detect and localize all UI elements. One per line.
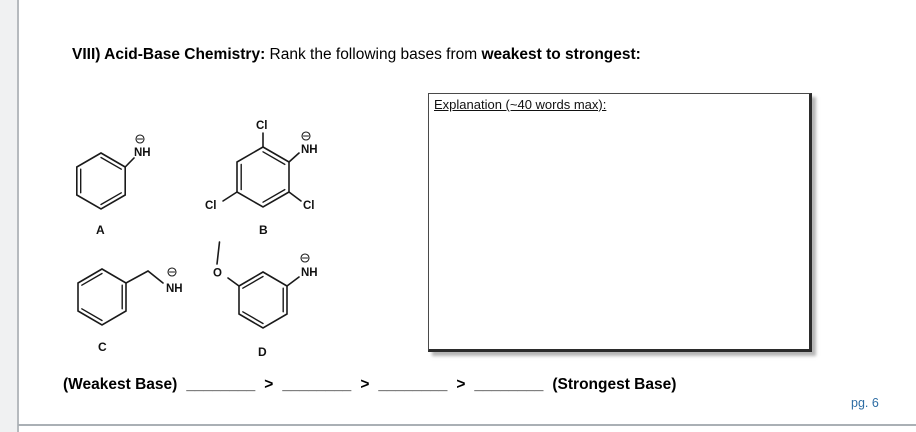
greater-than-separator: >	[264, 376, 274, 393]
question-number-label: VIII) Acid-Base Chemistry:	[72, 46, 266, 63]
page-edge-line	[17, 0, 19, 432]
structure-a-label: A	[96, 223, 105, 237]
negative-charge-icon	[135, 134, 145, 144]
rank-blank-2[interactable]: ________	[282, 376, 352, 393]
negative-charge-icon	[300, 253, 310, 263]
structure-c-drawing: NH C	[77, 267, 183, 354]
question-text: Rank the following bases from	[265, 46, 482, 63]
atom-label-cl-bottom-left: Cl	[205, 200, 217, 212]
atom-label-nh: NH	[134, 147, 151, 159]
structure-d-drawing: O NH D	[213, 241, 318, 359]
structure-c-label: C	[98, 340, 107, 354]
page-margin	[0, 0, 17, 432]
atom-label-o: O	[213, 268, 222, 280]
explanation-input-area[interactable]: Explanation (~40 words max):	[428, 93, 812, 352]
greater-than-separator: >	[360, 376, 370, 393]
structure-a-drawing: NH A	[76, 134, 151, 237]
question-title: VIII) Acid-Base Chemistry: Rank the foll…	[72, 44, 641, 66]
page-number: pg. 6	[851, 396, 879, 410]
atom-label-nh: NH	[301, 267, 318, 279]
structure-b-drawing: Cl NH Cl Cl B	[205, 120, 318, 237]
structure-d-label: D	[258, 345, 267, 359]
structure-b-label: B	[259, 223, 268, 237]
rank-blank-3[interactable]: ________	[378, 376, 448, 393]
atom-label-nh: NH	[301, 144, 318, 156]
weakest-base-label: (Weakest Base)	[63, 376, 178, 393]
explanation-label: Explanation (~40 words max):	[434, 97, 607, 112]
negative-charge-icon	[301, 131, 311, 141]
strongest-base-label: (Strongest Base)	[552, 376, 677, 393]
question-emphasis: weakest to strongest:	[481, 46, 641, 63]
rank-blank-4[interactable]: ________	[474, 376, 544, 393]
atom-label-nh: NH	[166, 283, 183, 295]
negative-charge-icon	[167, 267, 177, 277]
page-bottom-rule	[18, 424, 916, 426]
atom-label-cl-top: Cl	[256, 120, 268, 132]
rank-blank-1[interactable]: ________	[186, 376, 256, 393]
greater-than-separator: >	[456, 376, 466, 393]
atom-label-cl-bottom-right: Cl	[303, 200, 315, 212]
ranking-line: (Weakest Base) ________ > ________ > ___…	[63, 376, 676, 394]
